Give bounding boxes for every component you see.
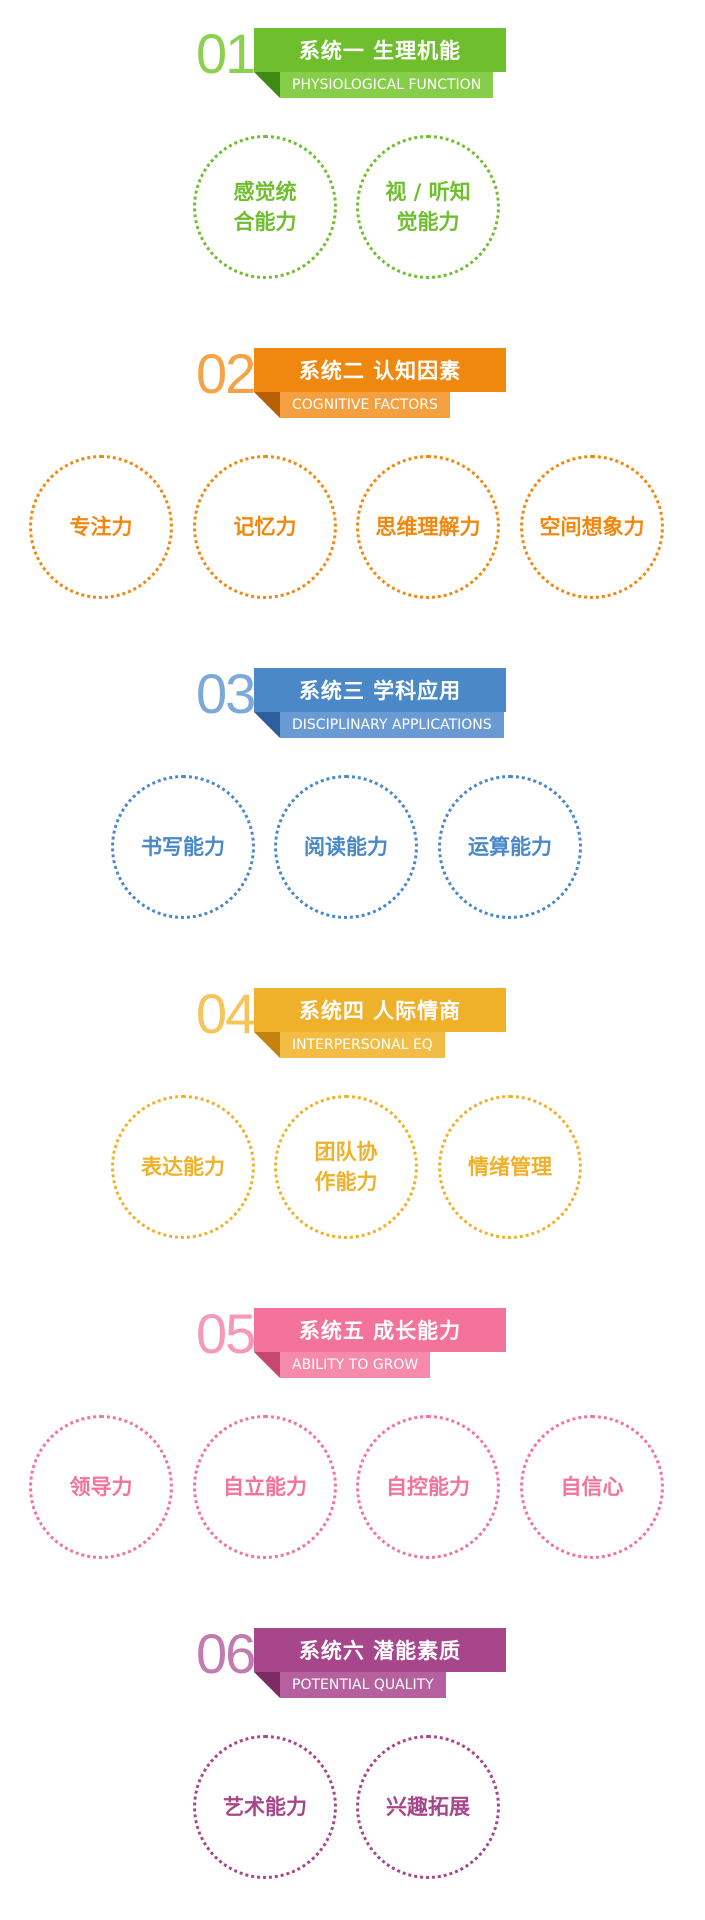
section-title: 系统一 生理机能 [254, 28, 506, 72]
ability-label: 艺术能力 [223, 1795, 307, 1819]
ability-circles: 领导力 自立能力 自控能力 自信心 [0, 1415, 705, 1565]
ability-circle: 自控能力 [356, 1415, 500, 1559]
ability-circles: 艺术能力 兴趣拓展 [0, 1735, 705, 1885]
ability-label: 自控能力 [386, 1475, 470, 1499]
section-header: 02 系统二 认知因素 COGNITIVE FACTORS [0, 342, 705, 418]
section-title: 系统二 认知因素 [254, 348, 506, 392]
section-header: 01 系统一 生理机能 PHYSIOLOGICAL FUNCTION [0, 22, 705, 98]
ability-circle: 空间想象力 [520, 455, 664, 599]
ability-circles: 书写能力 阅读能力 运算能力 [0, 775, 705, 925]
section-number: 04 [196, 982, 256, 1045]
section-header: 03 系统三 学科应用 DISCIPLINARY APPLICATIONS [0, 662, 705, 738]
section-title: 系统三 学科应用 [254, 668, 506, 712]
ribbon-fold [254, 1352, 280, 1378]
ability-circle: 感觉统 合能力 [193, 135, 337, 279]
ability-label: 视 / 听知 觉能力 [385, 180, 471, 234]
ability-circle: 自信心 [520, 1415, 664, 1559]
ability-circle: 表达能力 [111, 1095, 255, 1239]
section-number: 06 [196, 1622, 256, 1685]
ribbon-fold [254, 1672, 280, 1698]
ability-label: 兴趣拓展 [386, 1795, 470, 1819]
ability-label: 团队协 作能力 [314, 1140, 378, 1194]
ability-label: 领导力 [69, 1475, 133, 1499]
ribbon-fold [254, 392, 280, 418]
ability-label: 空间想象力 [539, 515, 645, 539]
ability-label: 记忆力 [233, 515, 297, 539]
ability-circle: 思维理解力 [356, 455, 500, 599]
ability-label: 表达能力 [141, 1155, 225, 1179]
ability-circle: 团队协 作能力 [274, 1095, 418, 1239]
ability-circle: 情绪管理 [438, 1095, 582, 1239]
ability-label: 思维理解力 [375, 515, 481, 539]
section-disciplinary: 03 系统三 学科应用 DISCIPLINARY APPLICATIONS 书写… [0, 640, 705, 960]
ability-circles: 表达能力 团队协 作能力 情绪管理 [0, 1095, 705, 1245]
ability-circle: 领导力 [29, 1415, 173, 1559]
ability-label: 专注力 [69, 515, 133, 539]
ability-circle: 书写能力 [111, 775, 255, 919]
section-number: 01 [196, 22, 256, 85]
section-subtitle: DISCIPLINARY APPLICATIONS [280, 712, 504, 738]
ribbon-fold [254, 72, 280, 98]
section-physiological: 01 系统一 生理机能 PHYSIOLOGICAL FUNCTION 感觉统 合… [0, 0, 705, 320]
ability-circles: 专注力 记忆力 思维理解力 空间想象力 [0, 455, 705, 605]
systems-page: 01 系统一 生理机能 PHYSIOLOGICAL FUNCTION 感觉统 合… [0, 0, 705, 1879]
section-growth: 05 系统五 成长能力 ABILITY TO GROW 领导力 自立能力 自控能… [0, 1280, 705, 1600]
ability-circle: 专注力 [29, 455, 173, 599]
section-header: 05 系统五 成长能力 ABILITY TO GROW [0, 1302, 705, 1378]
ability-label: 情绪管理 [468, 1155, 552, 1179]
section-subtitle: COGNITIVE FACTORS [280, 392, 450, 418]
section-subtitle: INTERPERSONAL EQ [280, 1032, 445, 1058]
ability-label: 阅读能力 [304, 835, 388, 859]
section-number: 03 [196, 662, 256, 725]
ability-circle: 运算能力 [438, 775, 582, 919]
ribbon-fold [254, 1032, 280, 1058]
section-header: 06 系统六 潜能素质 POTENTIAL QUALITY [0, 1622, 705, 1698]
ability-circle: 自立能力 [193, 1415, 337, 1559]
section-subtitle: ABILITY TO GROW [280, 1352, 431, 1378]
section-subtitle: PHYSIOLOGICAL FUNCTION [280, 72, 494, 98]
section-potential: 06 系统六 潜能素质 POTENTIAL QUALITY 艺术能力 兴趣拓展 [0, 1600, 705, 1920]
ability-circle: 兴趣拓展 [356, 1735, 500, 1879]
section-number: 05 [196, 1302, 256, 1365]
ability-label: 自立能力 [223, 1475, 307, 1499]
section-title: 系统五 成长能力 [254, 1308, 506, 1352]
ability-label: 运算能力 [468, 835, 552, 859]
ability-circle: 视 / 听知 觉能力 [356, 135, 500, 279]
ability-circle: 记忆力 [193, 455, 337, 599]
ability-label: 感觉统 合能力 [233, 180, 297, 234]
section-title: 系统六 潜能素质 [254, 1628, 506, 1672]
ribbon-fold [254, 712, 280, 738]
ability-circles: 感觉统 合能力 视 / 听知 觉能力 [0, 135, 705, 285]
section-cognitive: 02 系统二 认知因素 COGNITIVE FACTORS 专注力 记忆力 思维… [0, 320, 705, 640]
section-interpersonal: 04 系统四 人际情商 INTERPERSONAL EQ 表达能力 团队协 作能… [0, 960, 705, 1280]
ability-circle: 阅读能力 [274, 775, 418, 919]
ability-circle: 艺术能力 [193, 1735, 337, 1879]
section-title: 系统四 人际情商 [254, 988, 506, 1032]
section-number: 02 [196, 342, 256, 405]
ability-label: 自信心 [560, 1475, 624, 1499]
section-subtitle: POTENTIAL QUALITY [280, 1672, 446, 1698]
ability-label: 书写能力 [141, 835, 225, 859]
section-header: 04 系统四 人际情商 INTERPERSONAL EQ [0, 982, 705, 1058]
